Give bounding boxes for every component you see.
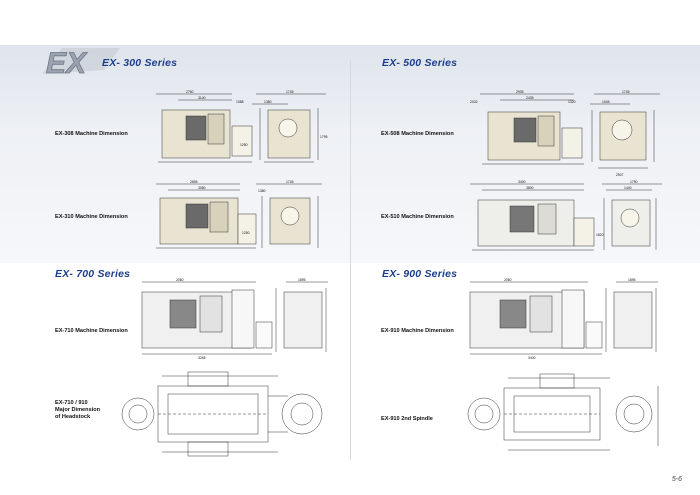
- label-headstock-1: EX-710 / 910: [55, 400, 88, 406]
- ex508-dim-3: 1045: [602, 100, 610, 104]
- series-title-500: EX- 500 Series: [382, 57, 458, 69]
- ex710-dim-0: 2060: [176, 278, 184, 282]
- ex510-dim-4: 1790: [630, 180, 638, 184]
- ex508-dim-1: 2435: [526, 96, 534, 100]
- center-divider: [350, 60, 351, 460]
- ex510-dim-2: 1820: [596, 233, 604, 237]
- ex310-dim-1: 3080: [198, 186, 206, 190]
- ex308-dim-5: 1250: [240, 143, 248, 147]
- ex308-dim-6: 1795: [320, 135, 328, 139]
- label-ex510: EX-510 Machine Dimension: [381, 214, 454, 220]
- ex308-dim-3: 1745: [286, 90, 294, 94]
- label-headstock-3: of Headstock: [55, 414, 91, 420]
- ex910-dim-1: 3400: [528, 356, 536, 360]
- label-ex710: EX-710 Machine Dimension: [55, 328, 128, 334]
- ex910-dim-2: 1895: [628, 278, 636, 282]
- label-ex508: EX-508 Machine Dimension: [381, 131, 454, 137]
- label-headstock-2: Major Dimension: [55, 407, 101, 413]
- ex510-dim-3: 1440: [624, 186, 632, 190]
- spindle-drawing: [467, 373, 659, 451]
- ex308-dim-1: 3140: [198, 96, 206, 100]
- ex310-dim-4: 1745: [286, 180, 294, 184]
- ex310-dim-3: 1380: [258, 189, 266, 193]
- series-title-300: EX- 300 Series: [102, 57, 178, 69]
- ex310-dim-0: 2895: [190, 180, 198, 184]
- ex-logo: EX: [42, 47, 120, 80]
- ex910-drawing: 2060 3400 1895: [469, 278, 658, 360]
- ex510-dim-1: 3800: [526, 186, 534, 190]
- ex710-dim-1: 3265: [198, 356, 206, 360]
- ex310-dim-2: 1250: [242, 231, 250, 235]
- ex308-dim-0: 2760: [186, 90, 194, 94]
- headstock-drawing: [121, 371, 323, 457]
- ex508-dim-2: 1320: [568, 100, 576, 104]
- ex308-dim-2: 1088: [236, 100, 244, 104]
- ex508-dim-4: 1745: [622, 90, 630, 94]
- ex710-drawing: 2060 3265 1895: [141, 278, 328, 360]
- ex508-drawing: 2935 2435 1320 1045 1745 2032 2507: [470, 90, 660, 177]
- label-ex308: EX-308 Machine Dimension: [55, 131, 128, 137]
- label-ex310: EX-310 Machine Dimension: [55, 214, 128, 220]
- series-title-700: EX- 700 Series: [55, 268, 131, 280]
- ex310-drawing: 2895 3080 1250 1380 1745: [156, 180, 322, 249]
- ex508-dim-5: 2032: [470, 100, 478, 104]
- label-ex910: EX-910 Machine Dimension: [381, 328, 454, 334]
- ex510-drawing: 3400 3800 1820 1440 1790: [470, 180, 662, 251]
- ex510-dim-0: 3400: [518, 180, 526, 184]
- label-ex910-spindle: EX-910 2nd Spindle: [381, 416, 433, 422]
- logo-text: EX: [46, 47, 88, 80]
- ex910-dim-0: 2060: [504, 278, 512, 282]
- ex308-drawing: 2760 3140 1088 1745 1380 1250 1795: [156, 90, 328, 163]
- ex508-dim-0: 2935: [516, 90, 524, 94]
- ex508-dim-6: 2507: [616, 173, 624, 177]
- ex308-dim-4: 1380: [264, 100, 272, 104]
- page-number: 5-6: [671, 476, 682, 483]
- series-title-900: EX- 900 Series: [382, 268, 458, 280]
- ex710-dim-2: 1895: [298, 278, 306, 282]
